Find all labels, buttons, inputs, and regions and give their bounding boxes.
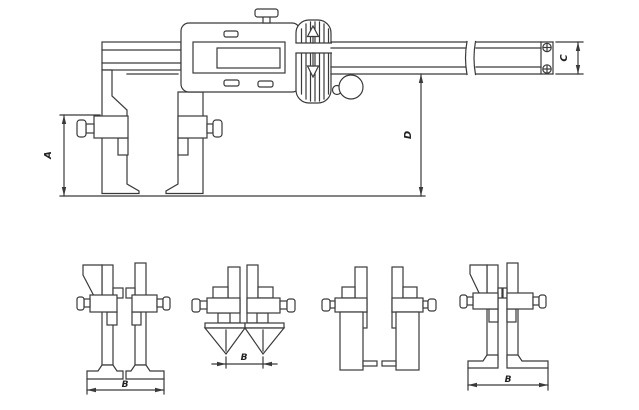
thumbscrew: [191, 298, 201, 313]
clamp-block: [89, 294, 118, 313]
thumbscrew: [212, 119, 223, 138]
thumb-roller: [331, 74, 364, 100]
cone-tip: [203, 327, 247, 355]
thumbscrew: [76, 119, 87, 138]
clamp-tab: [177, 137, 189, 156]
dimension-b1: B: [86, 378, 165, 395]
dim-label-c: C: [559, 54, 570, 62]
thumbscrew: [459, 294, 468, 309]
clamp-block: [334, 297, 368, 313]
lcd-screen: [216, 47, 281, 69]
inside-foot: [381, 360, 397, 367]
function-button: [223, 30, 239, 38]
jaw-foot: [467, 354, 499, 369]
caliper-beam-left: [101, 41, 182, 71]
clamp-tab: [117, 137, 129, 156]
end-plate-screw: [542, 64, 552, 74]
clamp-block: [506, 292, 534, 310]
jaw-variant-4: B: [459, 262, 549, 391]
beam-break: [473, 40, 477, 76]
cone-tip: [243, 327, 286, 356]
thumbscrew: [427, 298, 437, 312]
dimension-a: A: [43, 114, 101, 197]
jaw-foot: [86, 364, 124, 380]
dim-label-b2: B: [241, 353, 248, 363]
clamp-block: [177, 115, 208, 139]
dimension-d: D: [403, 73, 424, 197]
jaw-variant-3: [321, 266, 437, 371]
clamp-block: [246, 297, 281, 314]
clamp-block: [472, 292, 499, 310]
hook-tip: [469, 264, 488, 298]
dimension-b4: B: [467, 367, 549, 391]
function-button: [257, 80, 274, 88]
caliper-beam-right: [330, 40, 554, 76]
dim-label-b4: B: [505, 375, 512, 385]
inside-foot: [362, 360, 378, 367]
movable-jaw-assembly: [165, 91, 223, 195]
jaw-variant-1: B: [76, 262, 171, 395]
thumbscrew: [76, 296, 85, 311]
clamp-block: [131, 294, 158, 313]
caliper-head: [180, 8, 301, 93]
clamp-block: [93, 115, 129, 139]
dimension-b2: B: [211, 353, 278, 369]
dim-label-a: A: [43, 151, 54, 160]
fixed-jaw-assembly: [76, 69, 140, 195]
clamp-block: [391, 297, 424, 313]
function-button: [223, 79, 240, 87]
dim-label-b1: B: [122, 380, 129, 390]
jaw-foot: [506, 354, 549, 369]
thumbscrew: [538, 294, 547, 309]
clamp-block: [206, 297, 241, 314]
thumb-grip: [294, 19, 334, 104]
jaw-foot: [125, 364, 165, 380]
jaw-variant-2: B: [191, 264, 296, 369]
caliper-main-view: A D C: [43, 8, 584, 197]
dimension-c: C: [555, 41, 584, 75]
end-plate-screw: [542, 42, 552, 53]
hook-tip: [82, 264, 103, 299]
thumbscrew: [321, 298, 331, 312]
beam-break: [464, 40, 468, 76]
dim-label-d: D: [403, 131, 414, 139]
thumbscrew: [162, 296, 171, 311]
lock-screw: [254, 8, 279, 18]
thumbscrew: [286, 298, 296, 313]
